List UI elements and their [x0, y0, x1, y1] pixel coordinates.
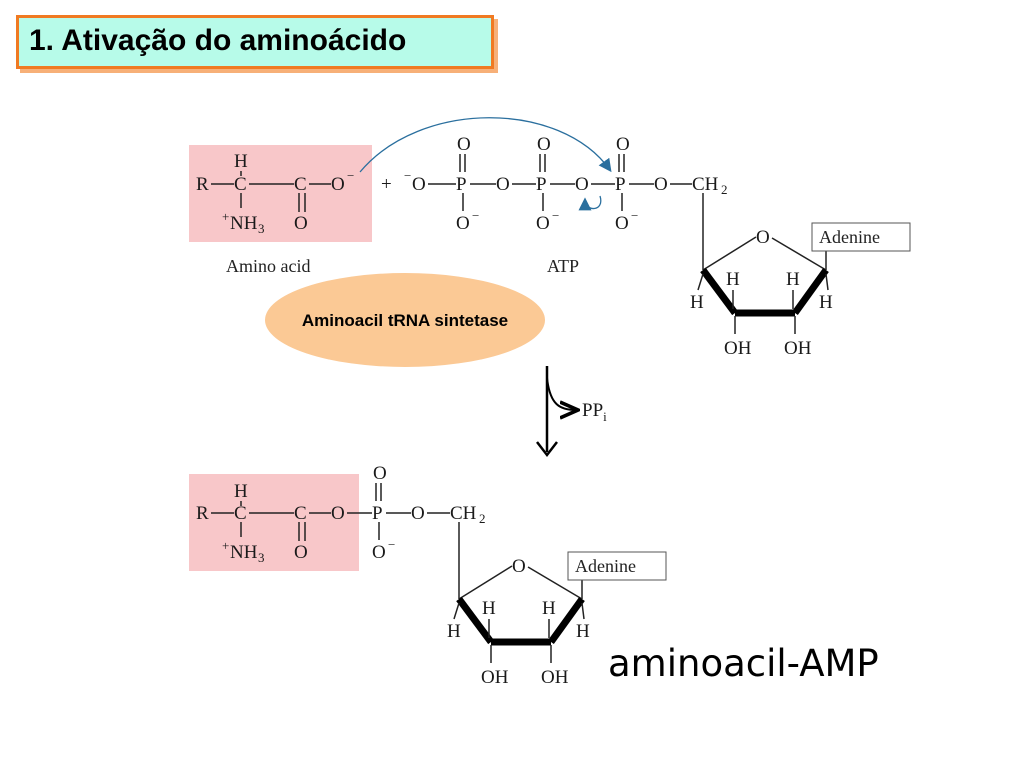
- svg-text:H: H: [447, 621, 461, 642]
- enzyme-label: Aminoacil tRNA sintetase: [302, 311, 508, 330]
- svg-text:NH: NH: [230, 213, 258, 234]
- svg-text:2: 2: [479, 511, 486, 526]
- amino-acid-label: Amino acid: [226, 256, 310, 276]
- svg-text:O: O: [457, 134, 471, 155]
- svg-text:CH: CH: [692, 174, 719, 195]
- nucleophilic-attack-arrow: [359, 117, 612, 173]
- svg-text:O: O: [411, 503, 425, 524]
- svg-text:O: O: [294, 213, 308, 234]
- svg-text:C: C: [234, 174, 247, 195]
- svg-text:O: O: [331, 174, 345, 195]
- svg-text:O: O: [537, 134, 551, 155]
- svg-text:O: O: [456, 213, 470, 234]
- slide-title-box: 1. Ativação do aminoácido: [16, 15, 494, 69]
- svg-text:−: −: [347, 168, 354, 183]
- svg-text:O: O: [616, 134, 630, 155]
- svg-text:O: O: [756, 227, 770, 248]
- svg-text:CH: CH: [450, 503, 477, 524]
- svg-text:H: H: [786, 269, 800, 290]
- svg-text:3: 3: [258, 550, 265, 565]
- svg-text:OH: OH: [481, 667, 509, 688]
- svg-text:O: O: [373, 463, 387, 484]
- svg-text:H: H: [576, 621, 590, 642]
- svg-text:OH: OH: [784, 338, 812, 359]
- svg-text:O: O: [372, 542, 386, 563]
- atp-adenine-label: Adenine: [819, 227, 880, 247]
- svg-text:O: O: [496, 174, 510, 195]
- svg-text:P: P: [615, 174, 626, 195]
- svg-text:O: O: [331, 503, 345, 524]
- svg-text:H: H: [234, 151, 248, 172]
- product-adenine-label: Adenine: [575, 556, 636, 576]
- product-amino-acid-highlight: [189, 474, 359, 571]
- svg-text:−: −: [388, 537, 395, 552]
- atp-structure: − O P O P O P O CH 2 O O O O − O − O: [404, 134, 911, 359]
- svg-text:+: +: [222, 538, 229, 553]
- product-name: aminoacil-AMP: [608, 642, 879, 685]
- svg-text:P: P: [536, 174, 547, 195]
- aminoacyl-amp-structure: H R C C O + NH 3 O P O O − O CH 2 O: [189, 463, 667, 688]
- svg-text:O: O: [412, 174, 426, 195]
- svg-text:2: 2: [721, 182, 728, 197]
- slide-title: 1. Ativação do aminoácido: [29, 24, 407, 57]
- atp-label: ATP: [547, 256, 579, 276]
- svg-text:3: 3: [258, 221, 265, 236]
- svg-text:R: R: [196, 503, 209, 524]
- svg-text:H: H: [690, 292, 704, 313]
- svg-text:C: C: [294, 503, 307, 524]
- svg-text:O: O: [575, 174, 589, 195]
- svg-text:O: O: [536, 213, 550, 234]
- svg-text:H: H: [726, 269, 740, 290]
- svg-text:−: −: [631, 208, 638, 223]
- svg-text:H: H: [482, 598, 496, 619]
- enzyme-ellipse: [265, 273, 545, 367]
- svg-text:O: O: [615, 213, 629, 234]
- svg-text:−: −: [404, 168, 411, 183]
- svg-text:−: −: [552, 208, 559, 223]
- ppi-label: PPi: [582, 400, 607, 424]
- svg-text:P: P: [456, 174, 467, 195]
- plus-sign: +: [381, 174, 392, 195]
- svg-text:−: −: [472, 208, 479, 223]
- svg-text:H: H: [819, 292, 833, 313]
- svg-text:O: O: [512, 556, 526, 577]
- svg-text:P: P: [372, 503, 383, 524]
- svg-text:H: H: [234, 481, 248, 502]
- svg-text:R: R: [196, 174, 209, 195]
- svg-text:C: C: [234, 503, 247, 524]
- svg-text:H: H: [542, 598, 556, 619]
- svg-text:OH: OH: [541, 667, 569, 688]
- bond-break-arrow: [578, 195, 602, 211]
- amino-acid-highlight: [189, 145, 372, 242]
- svg-text:NH: NH: [230, 542, 258, 563]
- reaction-arrow: [536, 366, 576, 458]
- amino-acid-structure: H R C C O − + NH 3 O: [189, 145, 372, 242]
- svg-text:C: C: [294, 174, 307, 195]
- svg-text:OH: OH: [724, 338, 752, 359]
- svg-text:O: O: [654, 174, 668, 195]
- svg-text:O: O: [294, 542, 308, 563]
- svg-text:+: +: [222, 209, 229, 224]
